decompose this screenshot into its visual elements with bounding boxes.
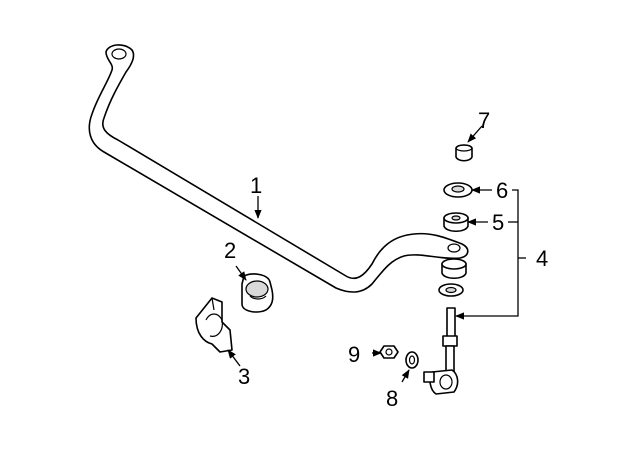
callout-1: 1 [250, 173, 262, 198]
upper-washer [443, 182, 473, 198]
lower-washer [438, 283, 464, 297]
link-washer [405, 351, 419, 369]
callout-3: 3 [238, 364, 250, 389]
stabilizer-link [423, 307, 459, 395]
top-nut [455, 144, 473, 162]
bushing [241, 273, 274, 313]
callout-7: 7 [478, 108, 490, 133]
callout-4: 4 [536, 246, 548, 271]
callout-5: 5 [492, 210, 504, 235]
link-nut [379, 345, 399, 359]
stabilizer-bar [88, 44, 469, 293]
bushing-bracket [195, 297, 233, 353]
lower-link-bushing [441, 258, 467, 280]
upper-link-bushing [443, 212, 469, 233]
callout-9: 9 [348, 342, 360, 367]
callout-8: 8 [386, 386, 398, 411]
callout-6: 6 [496, 178, 508, 203]
callout-2: 2 [224, 238, 236, 263]
leader-lines [227, 125, 526, 383]
